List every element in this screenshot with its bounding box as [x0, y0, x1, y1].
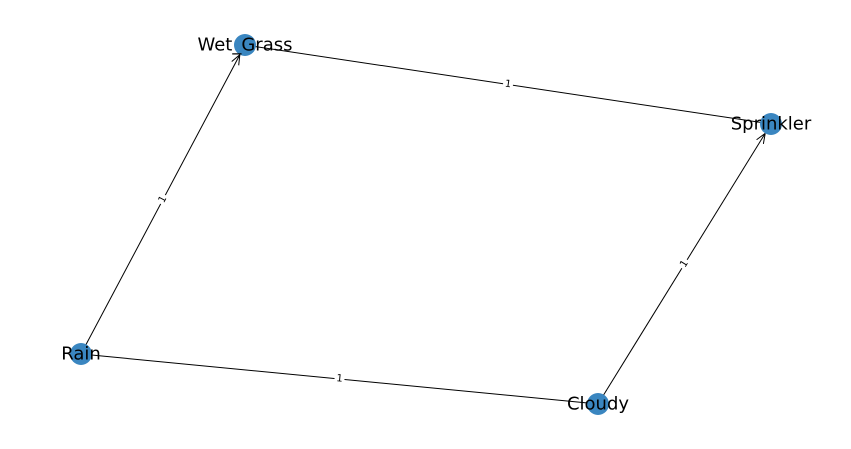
edge-label-background — [333, 371, 346, 387]
edge-label-group: 1 — [333, 371, 346, 387]
edge-label-group: 1 — [675, 256, 694, 272]
node-rain — [70, 343, 92, 365]
edge-weight-label: 1 — [678, 258, 691, 269]
node-label-cloudy: Cloudy — [567, 394, 629, 415]
edge-rain-wet_grass — [80, 55, 240, 355]
edge-label-background — [502, 76, 514, 93]
edge-label-background — [154, 191, 172, 208]
edge-weight-label: 1 — [504, 79, 512, 91]
node-label-rain: Rain — [61, 344, 101, 365]
nodes-layer — [70, 34, 782, 415]
node-cloudy — [587, 393, 609, 415]
edge-label-background — [675, 256, 694, 272]
node-label-sprinkler: Sprinkler — [731, 114, 812, 135]
node-label-wet_grass: Wet_Grass — [197, 35, 292, 56]
edge-weight-label: 1 — [336, 373, 343, 385]
node-sprinkler — [760, 113, 782, 135]
node-wet_grass — [234, 34, 256, 56]
edge-cloudy-sprinkler — [597, 133, 765, 405]
edge-label-group: 1 — [502, 76, 514, 93]
edge-weight-label: 1 — [157, 194, 170, 205]
edges-layer: 1 1 1 1 — [80, 44, 772, 405]
edge-label-group: 1 — [154, 191, 172, 208]
